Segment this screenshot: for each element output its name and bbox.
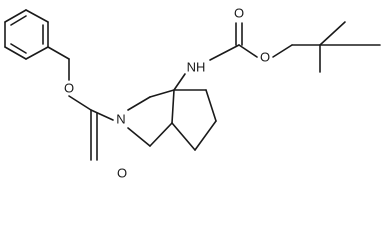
benzene-ring [4,9,49,60]
bond [25,9,49,23]
molecule-structure: O O N NH O O [4,6,381,181]
bond [127,96,151,111]
bond [238,44,258,58]
atom-labels: O O N NH O O [64,6,270,181]
boc-group [173,21,381,91]
bond [4,46,27,60]
atom-n-ring: N [116,112,125,127]
structure-canvas: O O N NH O O [4,6,381,181]
bond [171,89,175,124]
bond [149,89,175,98]
bond [149,122,173,147]
bond [68,95,92,111]
atom-o-carbonyl-cbz: O [117,166,127,181]
cbz-group [47,46,114,161]
atom-o-ether-boc: O [260,50,270,65]
bond [272,44,293,58]
bond [205,89,217,122]
bond [319,21,346,46]
bond [47,46,70,60]
aromatic-bond [10,15,27,26]
bond [194,120,217,151]
bicyclic-core [127,89,217,151]
bond [25,46,49,60]
bond [4,9,27,23]
bond [127,127,151,147]
bond [209,44,240,61]
aromatic-bond [10,43,27,54]
atom-o-ester: O [64,81,74,96]
bond [173,73,186,91]
atom-o-carbonyl-boc: O [234,6,244,21]
bond [90,109,114,121]
bond [171,122,196,151]
atom-nh: NH [187,60,206,75]
